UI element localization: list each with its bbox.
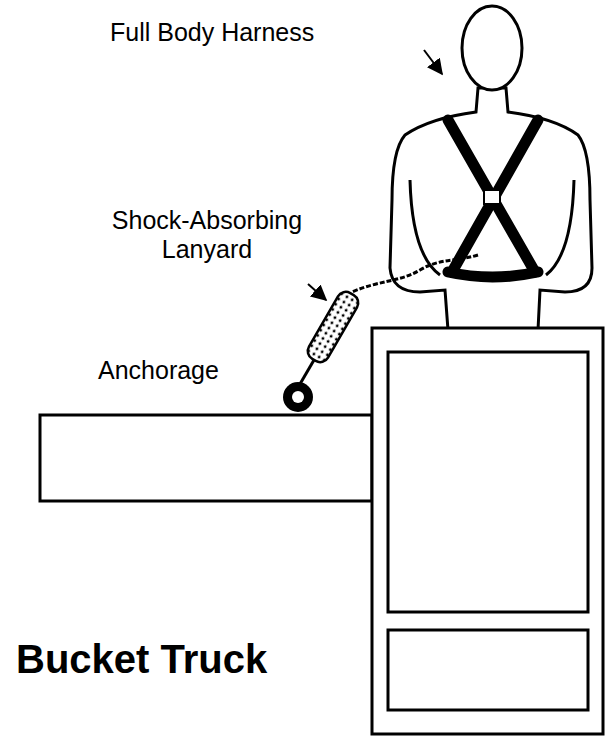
leader-arrow xyxy=(308,284,326,300)
harness-buckle xyxy=(484,190,500,204)
boom xyxy=(40,415,372,501)
anchorage-ring xyxy=(283,382,313,412)
part-label: Anchorage xyxy=(98,356,219,385)
figure-title: Bucket Truck xyxy=(16,636,267,682)
anchorage-hole xyxy=(292,391,304,403)
part-label: Full Body Harness xyxy=(110,18,314,47)
part-label: Shock-Absorbing Lanyard xyxy=(82,206,332,264)
bucket xyxy=(372,328,603,734)
shock-absorber-pack xyxy=(304,289,361,366)
harness-straps xyxy=(448,120,538,277)
lanyard-end xyxy=(300,360,314,384)
worker xyxy=(390,6,592,330)
leader-arrow xyxy=(424,50,442,74)
lanyard-coil xyxy=(352,255,478,292)
